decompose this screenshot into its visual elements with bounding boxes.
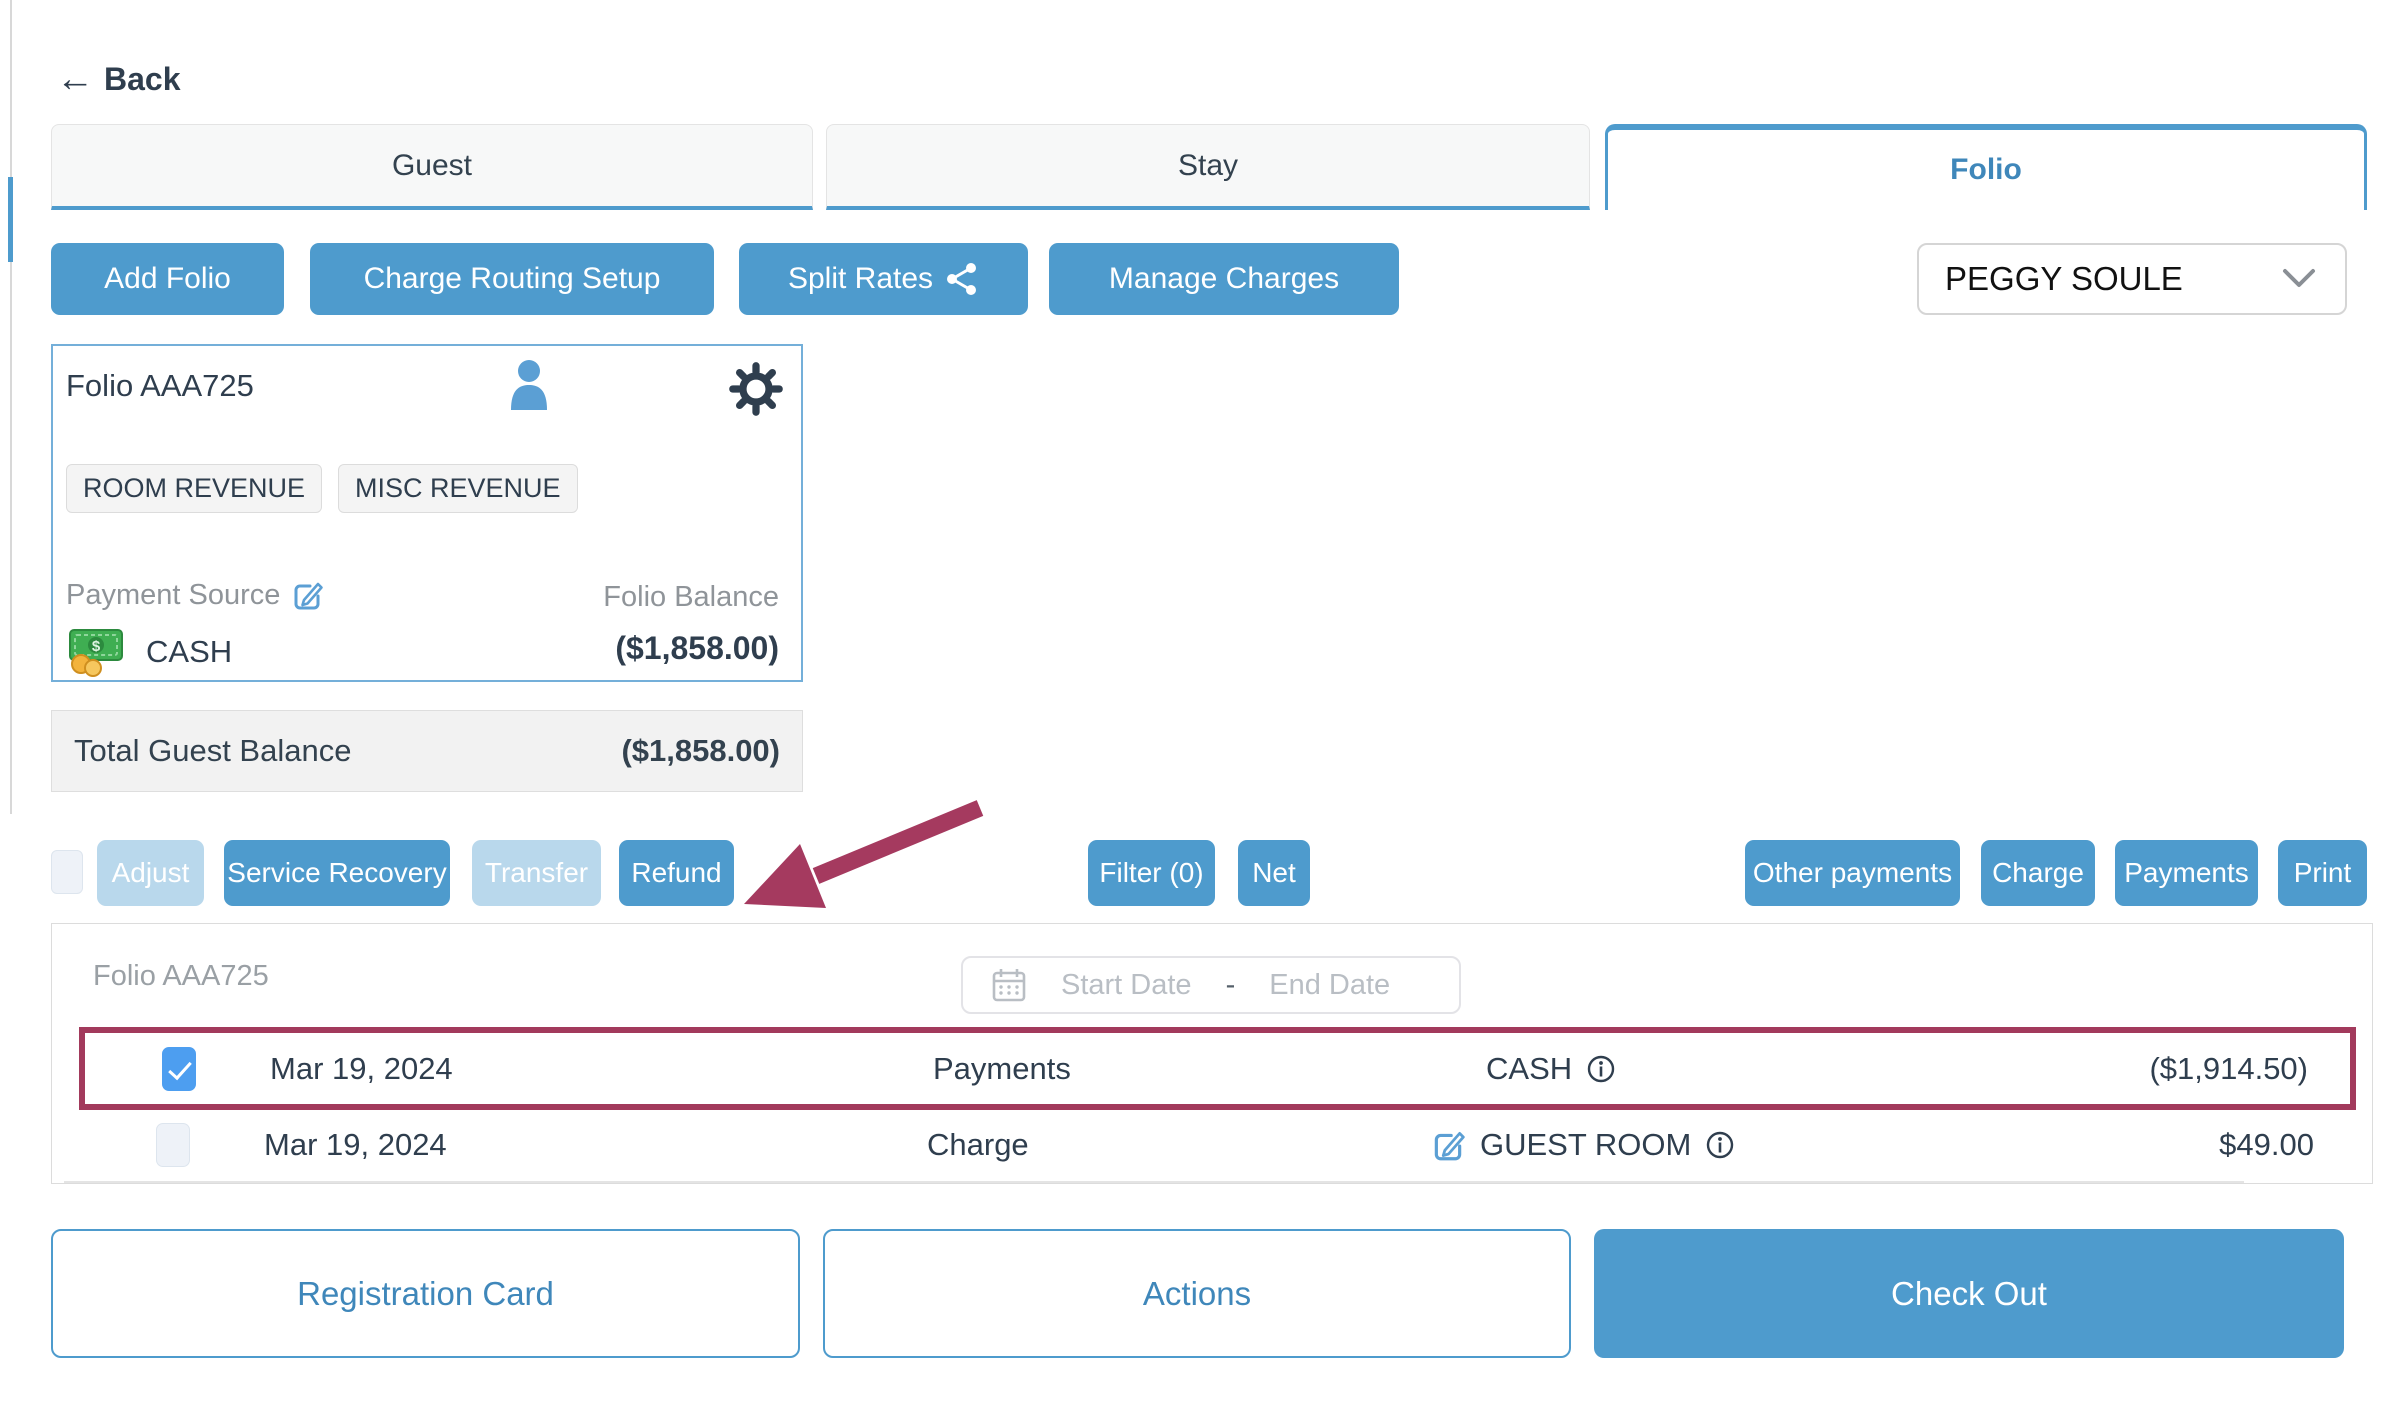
tab-folio-label: Folio <box>1950 153 2022 186</box>
charge-button[interactable]: Charge <box>1981 840 2095 906</box>
svg-text:$: $ <box>92 638 101 655</box>
row-amount: ($1,914.50) <box>2149 1050 2308 1086</box>
transfer-button[interactable]: Transfer <box>472 840 601 906</box>
row-type: Payments <box>933 1050 1071 1086</box>
filter-label: Filter (0) <box>1099 857 1204 888</box>
chevron-down-icon <box>2279 266 2319 292</box>
tab-stay[interactable]: Stay <box>826 124 1590 210</box>
folio-balance-value: ($1,858.00) <box>615 630 779 666</box>
tag-room-revenue: ROOM REVENUE <box>66 464 323 513</box>
registration-card-button[interactable]: Registration Card <box>51 1229 800 1358</box>
tab-stay-label: Stay <box>1177 148 1239 182</box>
info-icon[interactable] <box>1705 1130 1735 1160</box>
charge-routing-setup-button[interactable]: Charge Routing Setup <box>310 243 714 315</box>
end-date-placeholder[interactable]: End Date <box>1269 968 1391 1001</box>
manage-charges-label: Manage Charges <box>1108 262 1340 295</box>
share-icon <box>945 262 979 296</box>
print-button[interactable]: Print <box>2278 840 2367 906</box>
refund-label: Refund <box>631 857 722 888</box>
back-arrow-icon: ← <box>56 58 94 100</box>
revenue-tags: ROOM REVENUE MISC REVENUE <box>66 464 578 513</box>
info-icon[interactable] <box>1586 1054 1616 1084</box>
row-checkbox-checked[interactable] <box>162 1046 196 1091</box>
date-range-separator: - <box>1225 968 1236 1001</box>
other-payments-button[interactable]: Other payments <box>1745 840 1960 906</box>
adjust-label: Adjust <box>111 857 190 888</box>
payments-label: Payments <box>2124 857 2249 888</box>
folio-transactions-panel: Folio AAA725 Start Date - End Date <box>51 923 2373 1184</box>
date-range-picker[interactable]: Start Date - End Date <box>961 956 1461 1014</box>
total-guest-balance-label: Total Guest Balance <box>74 733 352 768</box>
start-date-placeholder[interactable]: Start Date <box>1061 968 1192 1001</box>
transfer-label: Transfer <box>484 857 589 888</box>
registration-card-label: Registration Card <box>297 1274 554 1312</box>
back-button[interactable]: ← Back <box>56 60 181 98</box>
folio-card: Folio AAA725 <box>51 344 803 682</box>
row-amount: $49.00 <box>2219 1127 2314 1162</box>
charge-routing-setup-label: Charge Routing Setup <box>363 262 661 295</box>
select-all-checkbox[interactable] <box>51 850 83 894</box>
split-rates-button[interactable]: Split Rates <box>739 243 1028 315</box>
service-recovery-button[interactable]: Service Recovery <box>224 840 450 906</box>
add-folio-button[interactable]: Add Folio <box>51 243 284 315</box>
refund-button[interactable]: Refund <box>619 840 734 906</box>
edit-icon[interactable] <box>290 578 324 612</box>
check-out-button[interactable]: Check Out <box>1594 1229 2344 1358</box>
table-row-charge-guest-room[interactable]: Mar 19, 2024 Charge GUEST ROOM <box>79 1116 2356 1174</box>
gear-icon[interactable] <box>727 360 785 418</box>
guest-selector-dropdown[interactable]: PEGGY SOULE <box>1917 243 2347 315</box>
folio-balance-label: Folio Balance <box>603 581 779 613</box>
tab-guest-label: Guest <box>391 148 473 182</box>
page-edge-accent <box>8 177 13 262</box>
actions-label: Actions <box>1142 1274 1252 1312</box>
table-folio-label: Folio AAA725 <box>93 960 269 992</box>
row-divider <box>64 1181 2244 1183</box>
cash-money-icon: $ <box>66 626 130 678</box>
split-rates-label: Split Rates <box>787 262 934 295</box>
calendar-icon <box>991 966 1027 1004</box>
row-date: Mar 19, 2024 <box>264 1127 447 1162</box>
person-icon[interactable] <box>503 358 555 414</box>
payment-source-label: Payment Source <box>66 578 281 611</box>
print-label: Print <box>2293 857 2352 888</box>
payments-button[interactable]: Payments <box>2115 840 2258 906</box>
tab-folio[interactable]: Folio <box>1605 124 2367 210</box>
net-label: Net <box>1252 857 1296 888</box>
row-type: Charge <box>927 1127 1029 1162</box>
annotation-arrow-refund <box>744 800 984 908</box>
edit-icon[interactable] <box>1430 1127 1466 1163</box>
total-guest-balance-bar: Total Guest Balance ($1,858.00) <box>51 710 803 792</box>
guest-selector-value: PEGGY SOULE <box>1945 260 2183 297</box>
payment-source-value: CASH <box>146 634 233 669</box>
manage-charges-button[interactable]: Manage Charges <box>1049 243 1399 315</box>
service-recovery-label: Service Recovery <box>227 857 447 888</box>
charge-label: Charge <box>1992 857 2084 888</box>
row-description: CASH <box>1486 1050 1573 1086</box>
actions-button[interactable]: Actions <box>823 1229 1571 1358</box>
row-checkbox[interactable] <box>156 1123 190 1167</box>
folio-card-title: Folio AAA725 <box>66 368 254 403</box>
tab-guest[interactable]: Guest <box>51 124 813 210</box>
adjust-button[interactable]: Adjust <box>97 840 204 906</box>
total-guest-balance-value: ($1,858.00) <box>621 733 780 768</box>
row-description: GUEST ROOM <box>1480 1127 1692 1162</box>
filter-button[interactable]: Filter (0) <box>1088 840 1215 906</box>
tag-misc-revenue: MISC REVENUE <box>338 464 578 513</box>
page-edge-divider <box>10 0 12 814</box>
other-payments-label: Other payments <box>1752 857 1953 888</box>
back-label: Back <box>104 60 181 97</box>
table-row-payment-cash[interactable]: Mar 19, 2024 Payments CASH ($1,914.50) <box>79 1027 2356 1110</box>
net-button[interactable]: Net <box>1238 840 1310 906</box>
check-out-label: Check Out <box>1891 1274 2047 1312</box>
add-folio-label: Add Folio <box>104 262 231 295</box>
row-date: Mar 19, 2024 <box>270 1050 453 1086</box>
